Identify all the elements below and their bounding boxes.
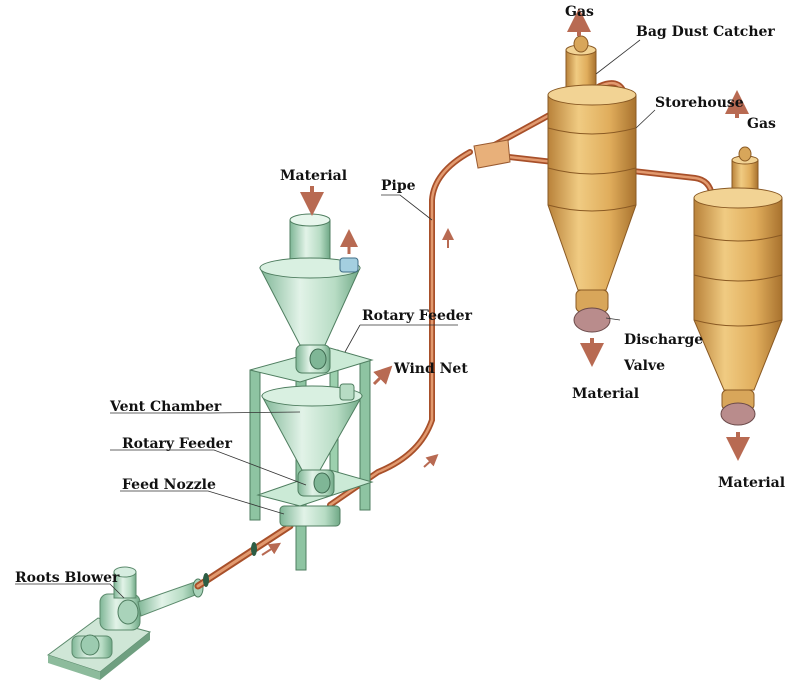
- pipeline: [194, 80, 715, 590]
- flow-arrows: [261, 8, 750, 556]
- label-feed-nozzle: Feed Nozzle: [122, 477, 216, 493]
- label-material-right: Material: [718, 475, 785, 491]
- arrow-riser-flow: [423, 453, 439, 468]
- label-rotary-feeder-upper: Rotary Feeder: [362, 308, 473, 324]
- label-wind-net: Wind Net: [393, 361, 468, 377]
- leader-lines: [15, 39, 656, 599]
- feeder-tower: [249, 213, 374, 571]
- label-gas-right: Gas: [747, 116, 776, 132]
- label-pipe: Pipe: [381, 178, 416, 194]
- label-discharge: Discharge: [624, 332, 703, 348]
- silo-2: [693, 146, 783, 426]
- label-material-top: Material: [280, 168, 347, 184]
- label-storehouse: Storehouse: [655, 95, 744, 111]
- label-vent-chamber: Vent Chamber: [109, 399, 222, 415]
- label-bag-dust-catcher: Bag Dust Catcher: [636, 24, 775, 40]
- arrow-wind-net: [372, 365, 393, 386]
- label-material-mid: Material: [572, 386, 639, 402]
- label-rotary-feeder-lower: Rotary Feeder: [122, 436, 233, 452]
- arrow-blower-flow: [261, 542, 282, 556]
- label-gas-top: Gas: [565, 4, 594, 20]
- labels: Gas Bag Dust Catcher Storehouse Gas Mate…: [15, 4, 785, 586]
- label-valve: Valve: [623, 358, 665, 374]
- label-roots-blower: Roots Blower: [15, 570, 120, 586]
- silo-1: [547, 35, 637, 333]
